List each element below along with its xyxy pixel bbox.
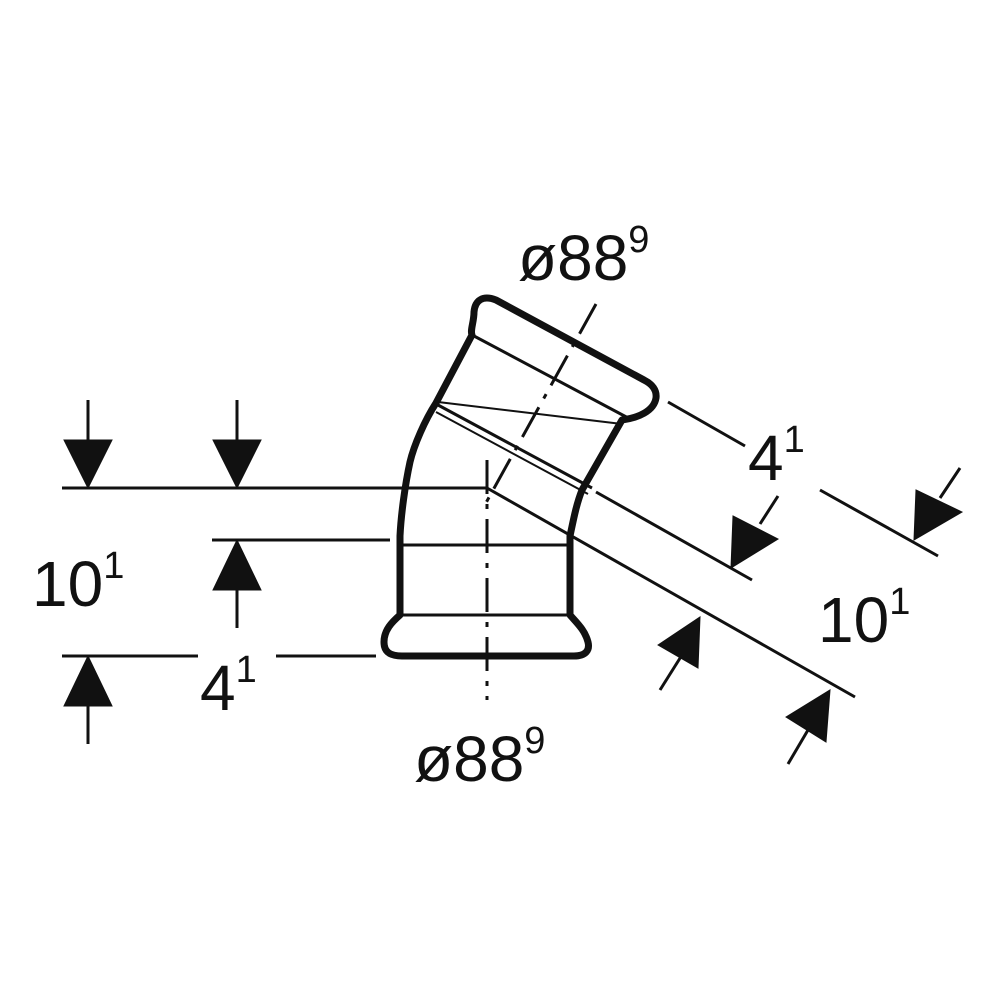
left-insertion-label: 101 (32, 545, 124, 620)
fitting-outline (380, 294, 660, 660)
arrow-up-icon (212, 538, 262, 591)
upper-socket-seam-1 (437, 401, 623, 425)
right-insertion-label: 101 (818, 581, 910, 656)
right-dimension-lines (486, 400, 964, 765)
right-offset-label: 41 (748, 419, 805, 494)
angled-base-line-b (819, 488, 939, 558)
arrow-up-icon (63, 654, 113, 707)
arrow-e-stem (758, 495, 780, 525)
angled-socket-depth-line (595, 490, 753, 582)
arrow-down-icon (63, 439, 113, 490)
arrow-icon (657, 616, 701, 669)
center-lines (480, 303, 598, 700)
upper-socket-seam-2 (437, 403, 593, 490)
left-offset-label: 41 (200, 649, 257, 724)
arrow-icon (730, 515, 780, 569)
angled-centerline (480, 303, 598, 511)
dimension-labels: ø889 ø889 101 41 41 101 (32, 219, 910, 795)
arrow-h-stem (786, 729, 810, 765)
angled-base-line-a (667, 400, 746, 448)
elbow-fitting (380, 294, 660, 660)
top-diameter-label: ø889 (518, 219, 649, 294)
arrow-f-stem (658, 654, 684, 691)
upper-socket-seam-3 (435, 411, 589, 495)
angled-center-reference-line (486, 486, 856, 699)
bottom-diameter-label: ø889 (414, 720, 545, 795)
upper-bead-seam (473, 334, 633, 422)
arrow-down-icon (212, 439, 262, 490)
arrow-g-stem (938, 467, 962, 499)
arrow-icon (785, 689, 831, 743)
arrow-icon (913, 489, 964, 541)
left-dimension-lines (62, 400, 487, 744)
